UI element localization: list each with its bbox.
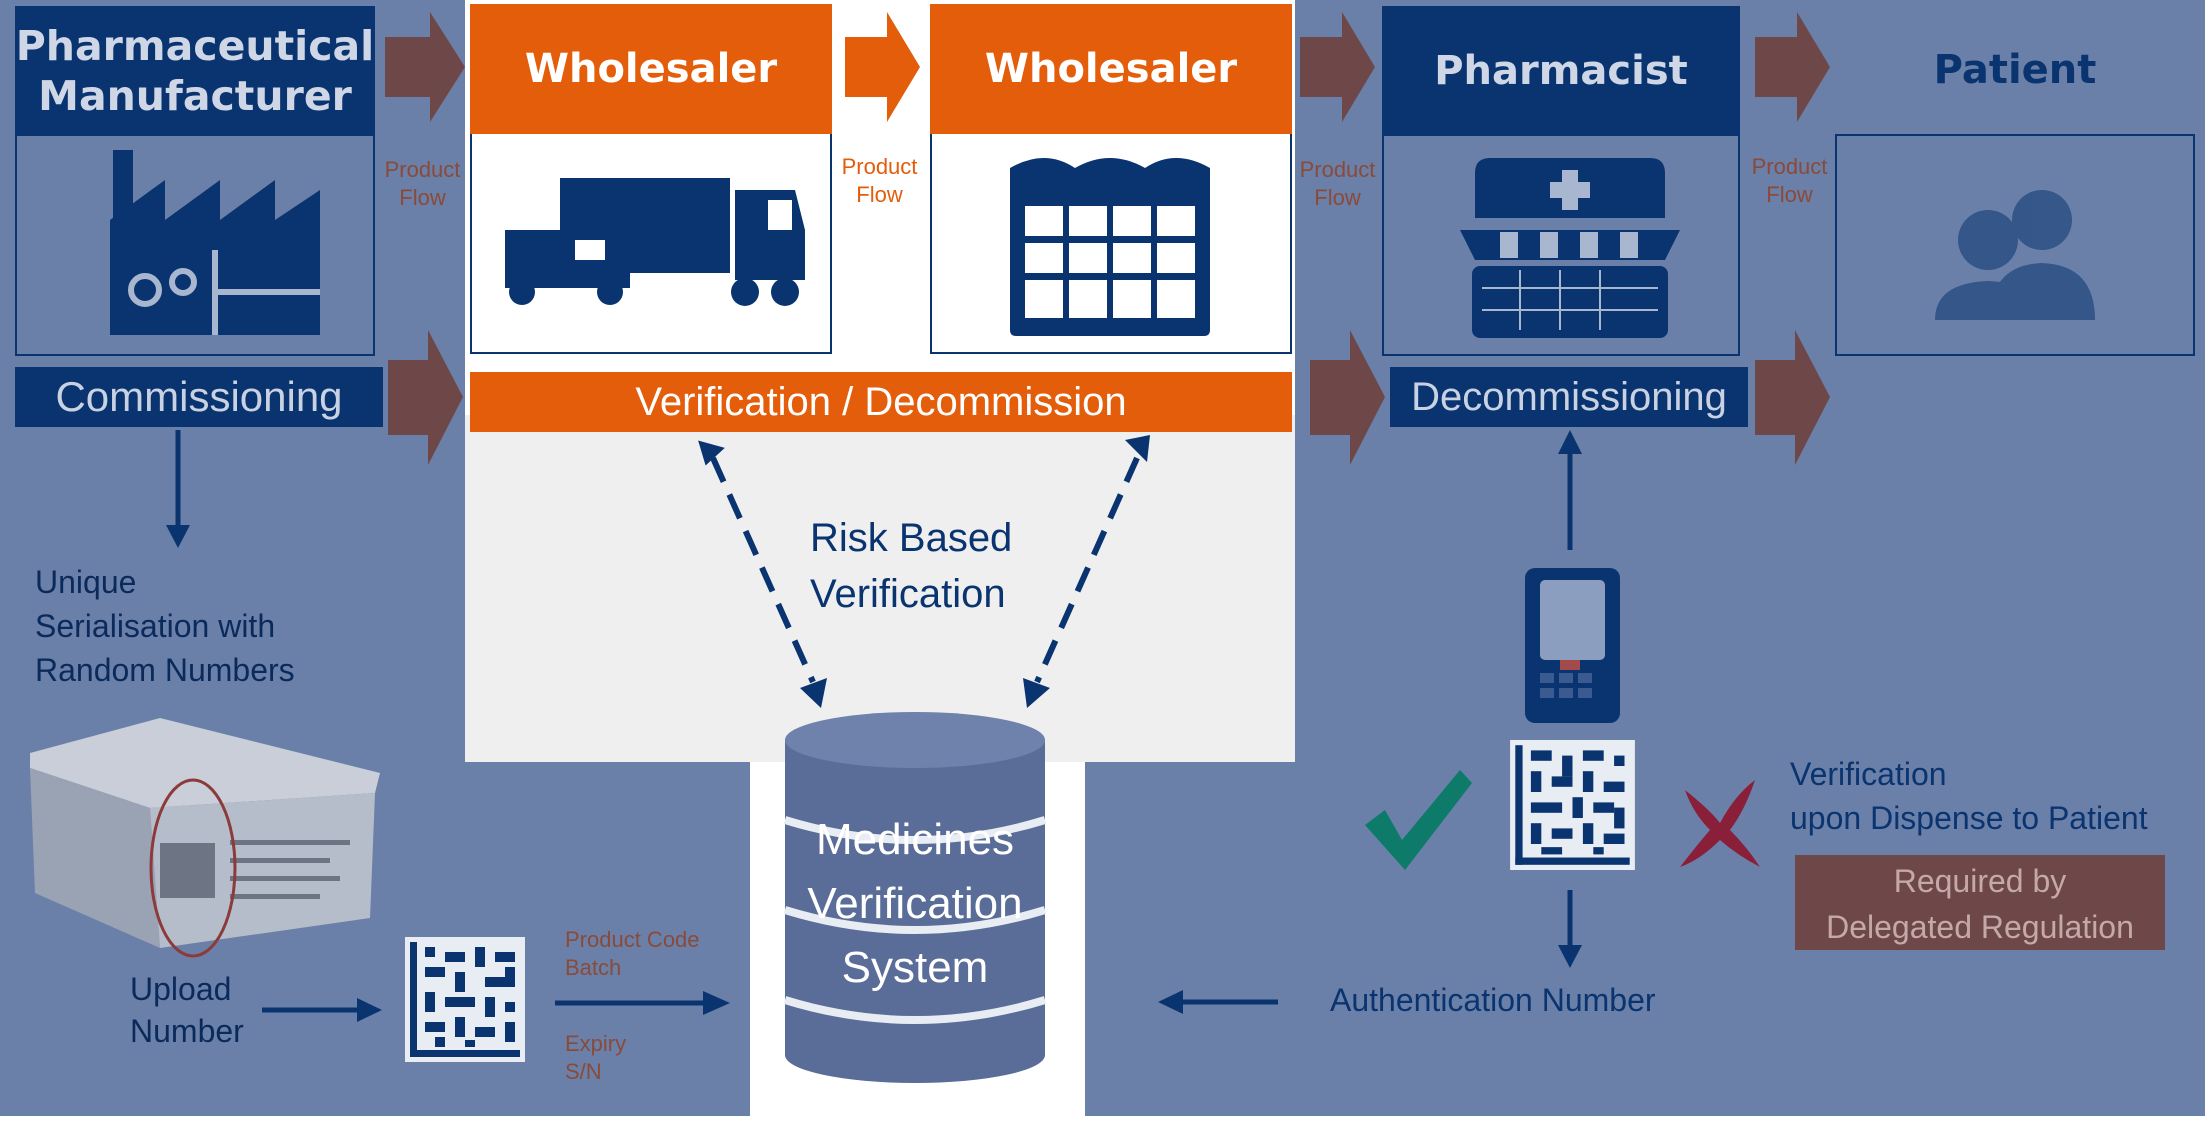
required-text: Required by Delegated Regulation (1826, 863, 2134, 945)
wholesaler2-header: Wholesaler (930, 4, 1292, 134)
package-icon (30, 718, 380, 958)
verification-dispense-text: Verification upon Dispense to Patient (1790, 756, 2148, 836)
bottom-white-strip (0, 1116, 2205, 1121)
flow-arrow-3 (1300, 12, 1375, 122)
flow-label-2: Product Flow (841, 154, 918, 207)
expiry-text: Expiry S/N (565, 1031, 627, 1084)
check-icon (1365, 770, 1472, 870)
decommissioning-bar: Decommissioning (1390, 367, 1748, 427)
patient-header: Patient (1835, 6, 2195, 136)
patients-icon (1935, 190, 2095, 320)
decommission-arrow-left (1310, 330, 1385, 465)
flow-arrow-1 (385, 12, 465, 122)
upload-number-text: Upload Number (130, 971, 244, 1049)
up-arrow-decommission (1558, 430, 1582, 550)
flow-arrow-2 (845, 12, 920, 122)
pharmacy-icon (1460, 158, 1680, 338)
right-lower-bg (1085, 762, 1295, 1121)
down-arrow-scanner (1558, 890, 1582, 968)
center-panel-bg (465, 415, 1295, 762)
upload-arrow (262, 998, 382, 1022)
auth-arrow (1158, 990, 1278, 1014)
code-arrow (555, 991, 730, 1015)
factory-icon (110, 150, 320, 335)
datamatrix-icon-right (1510, 740, 1635, 870)
dashed-arrow-left (698, 440, 827, 708)
scanner-icon (1525, 568, 1620, 723)
risk-based-text: Risk Based Verification (810, 516, 1013, 616)
pharmacist-header: Pharmacist (1382, 6, 1740, 136)
flow-label-1: Product Flow (384, 157, 461, 210)
decommission-arrow-right (1755, 330, 1830, 465)
commissioning-bar: Commissioning (15, 367, 383, 427)
cross-icon (1680, 780, 1760, 867)
warehouse-icon (1010, 158, 1210, 336)
verification-bar: Verification / Decommission (470, 372, 1292, 432)
authentication-text: Authentication Number (1330, 982, 1656, 1018)
flow-arrow-4 (1755, 12, 1830, 122)
truck-icon (505, 178, 805, 306)
mvs-text: Medicines Verification System (807, 815, 1023, 992)
product-code-text: Product Code Batch (565, 927, 700, 980)
down-arrow-commissioning (166, 430, 190, 548)
database-icon (783, 712, 1047, 1083)
commissioning-arrow (388, 330, 463, 465)
wholesaler1-header: Wholesaler (470, 4, 832, 134)
datamatrix-icon-left (405, 937, 525, 1062)
manufacturer-header: Pharmaceutical Manufacturer (15, 6, 375, 136)
flow-label-4: Product Flow (1751, 154, 1828, 207)
flow-label-3: Product Flow (1299, 157, 1376, 210)
serialisation-text: Unique Serialisation with Random Numbers (35, 564, 295, 688)
dashed-arrow-right (1023, 435, 1150, 708)
required-box (1795, 855, 2165, 950)
